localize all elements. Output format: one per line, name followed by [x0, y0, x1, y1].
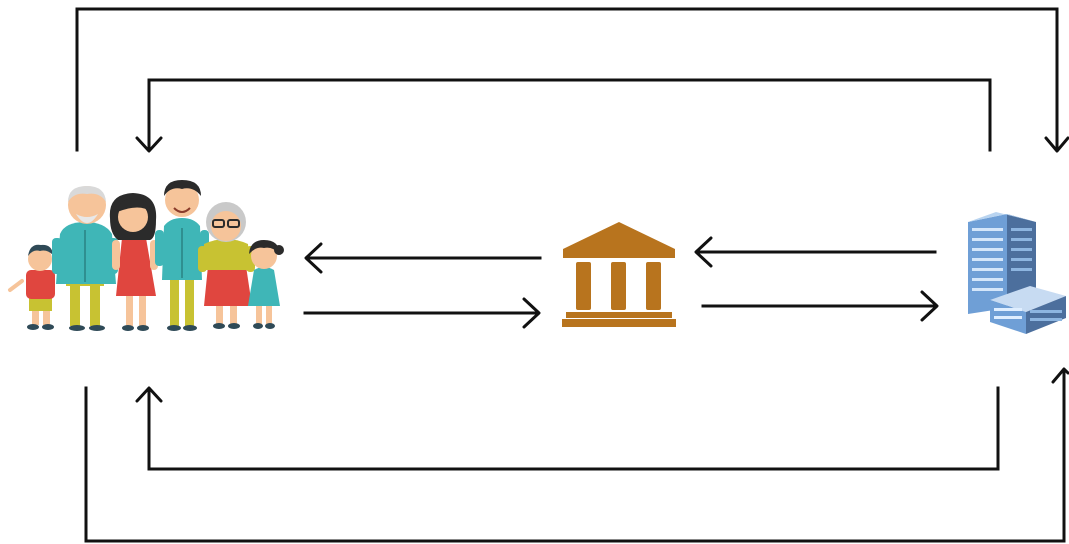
arrow-outer-top — [75, 7, 1069, 153]
arrow-bank-to-firms — [701, 290, 939, 322]
arrow-households-to-bank — [303, 297, 541, 329]
girl-figure — [248, 240, 284, 329]
family-icon — [8, 180, 284, 331]
arrow-firms-to-bank — [694, 236, 937, 268]
arrow-inner-bottom — [135, 386, 1000, 471]
grandmother-figure — [198, 202, 255, 329]
grandfather-figure — [52, 186, 118, 331]
boy-figure — [8, 244, 55, 330]
flow-arrows — [75, 7, 1069, 543]
office-building-icon — [968, 212, 1066, 334]
arrow-outer-bottom — [84, 367, 1069, 543]
arrow-bank-to-households — [304, 242, 542, 274]
mother-figure — [109, 193, 158, 331]
bank-building-icon — [562, 222, 676, 327]
arrow-inner-top — [135, 78, 992, 153]
father-figure — [155, 180, 209, 331]
